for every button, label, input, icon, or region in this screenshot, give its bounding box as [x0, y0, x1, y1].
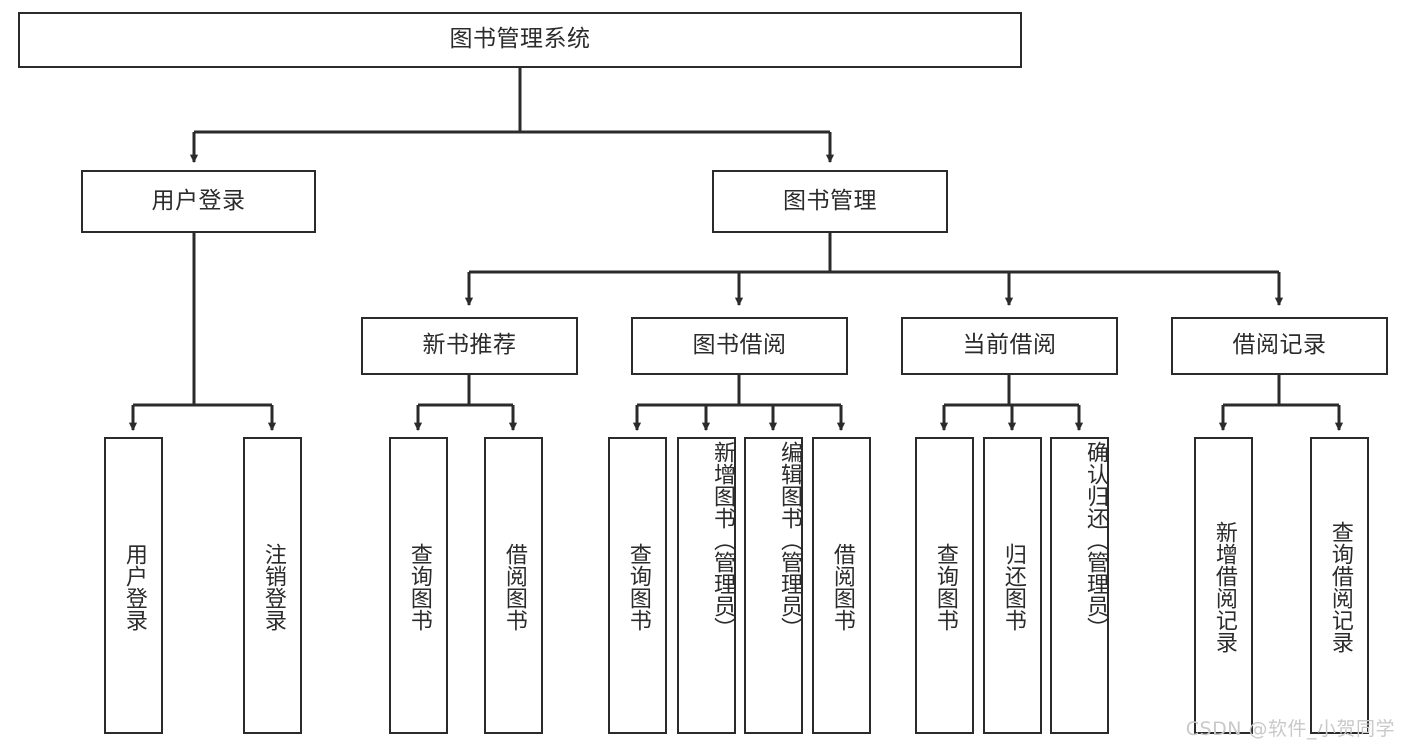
node-leaf-add-book-admin[interactable]: 新增图书（管理员） [677, 437, 736, 734]
node-user-login[interactable]: 用户登录 [81, 170, 316, 233]
node-leaf-query-borrow-record[interactable]: 查询借阅记录 [1310, 437, 1369, 734]
node-label: 借阅图书 [501, 542, 527, 631]
node-label: 新增借阅记录 [1211, 520, 1237, 653]
node-label: 用户登录 [151, 187, 246, 214]
node-label: 新书推荐 [422, 332, 517, 359]
node-root-system[interactable]: 图书管理系统 [18, 12, 1022, 68]
node-leaf-add-borrow-record[interactable]: 新增借阅记录 [1194, 437, 1253, 734]
node-label: 借阅记录 [1232, 332, 1327, 359]
node-label: 用户登录 [121, 542, 147, 631]
node-leaf-edit-book-admin[interactable]: 编辑图书（管理员） [744, 437, 803, 734]
node-book-management[interactable]: 图书管理 [712, 170, 948, 233]
node-label: 注销登录 [260, 542, 286, 631]
node-leaf-query-book-current[interactable]: 查询图书 [915, 437, 974, 734]
node-label: 图书借阅 [692, 332, 787, 359]
node-label: 查询借阅记录 [1327, 520, 1353, 653]
node-label: 当前借阅 [962, 332, 1057, 359]
node-leaf-return-book[interactable]: 归还图书 [983, 437, 1042, 734]
node-leaf-logout[interactable]: 注销登录 [243, 437, 302, 734]
node-leaf-query-book-borrow[interactable]: 查询图书 [608, 437, 667, 734]
node-leaf-confirm-return-admin[interactable]: 确认归还（管理员） [1050, 437, 1109, 734]
node-label: 新增图书（管理员） [710, 441, 735, 639]
node-current-borrow[interactable]: 当前借阅 [901, 317, 1118, 375]
node-leaf-user-login[interactable]: 用户登录 [104, 437, 163, 734]
csdn-watermark: CSDN @软件_小贺同学 [1185, 718, 1395, 740]
node-book-borrow[interactable]: 图书借阅 [631, 317, 848, 375]
node-new-book-recommend[interactable]: 新书推荐 [361, 317, 578, 375]
node-label: 查询图书 [625, 542, 651, 631]
node-label: 借阅图书 [829, 542, 855, 631]
node-label: 图书管理系统 [449, 26, 591, 53]
node-label: 确认归还（管理员） [1083, 441, 1108, 639]
node-label: 查询图书 [406, 542, 432, 631]
node-leaf-borrow-book-recommend[interactable]: 借阅图书 [484, 437, 543, 734]
node-label: 编辑图书（管理员） [777, 441, 802, 639]
node-leaf-query-book-recommend[interactable]: 查询图书 [389, 437, 448, 734]
node-label: 图书管理 [783, 187, 877, 214]
node-borrow-record[interactable]: 借阅记录 [1171, 317, 1388, 375]
node-leaf-borrow-book[interactable]: 借阅图书 [812, 437, 871, 734]
node-label: 查询图书 [932, 542, 958, 631]
node-label: 归还图书 [1000, 542, 1026, 631]
